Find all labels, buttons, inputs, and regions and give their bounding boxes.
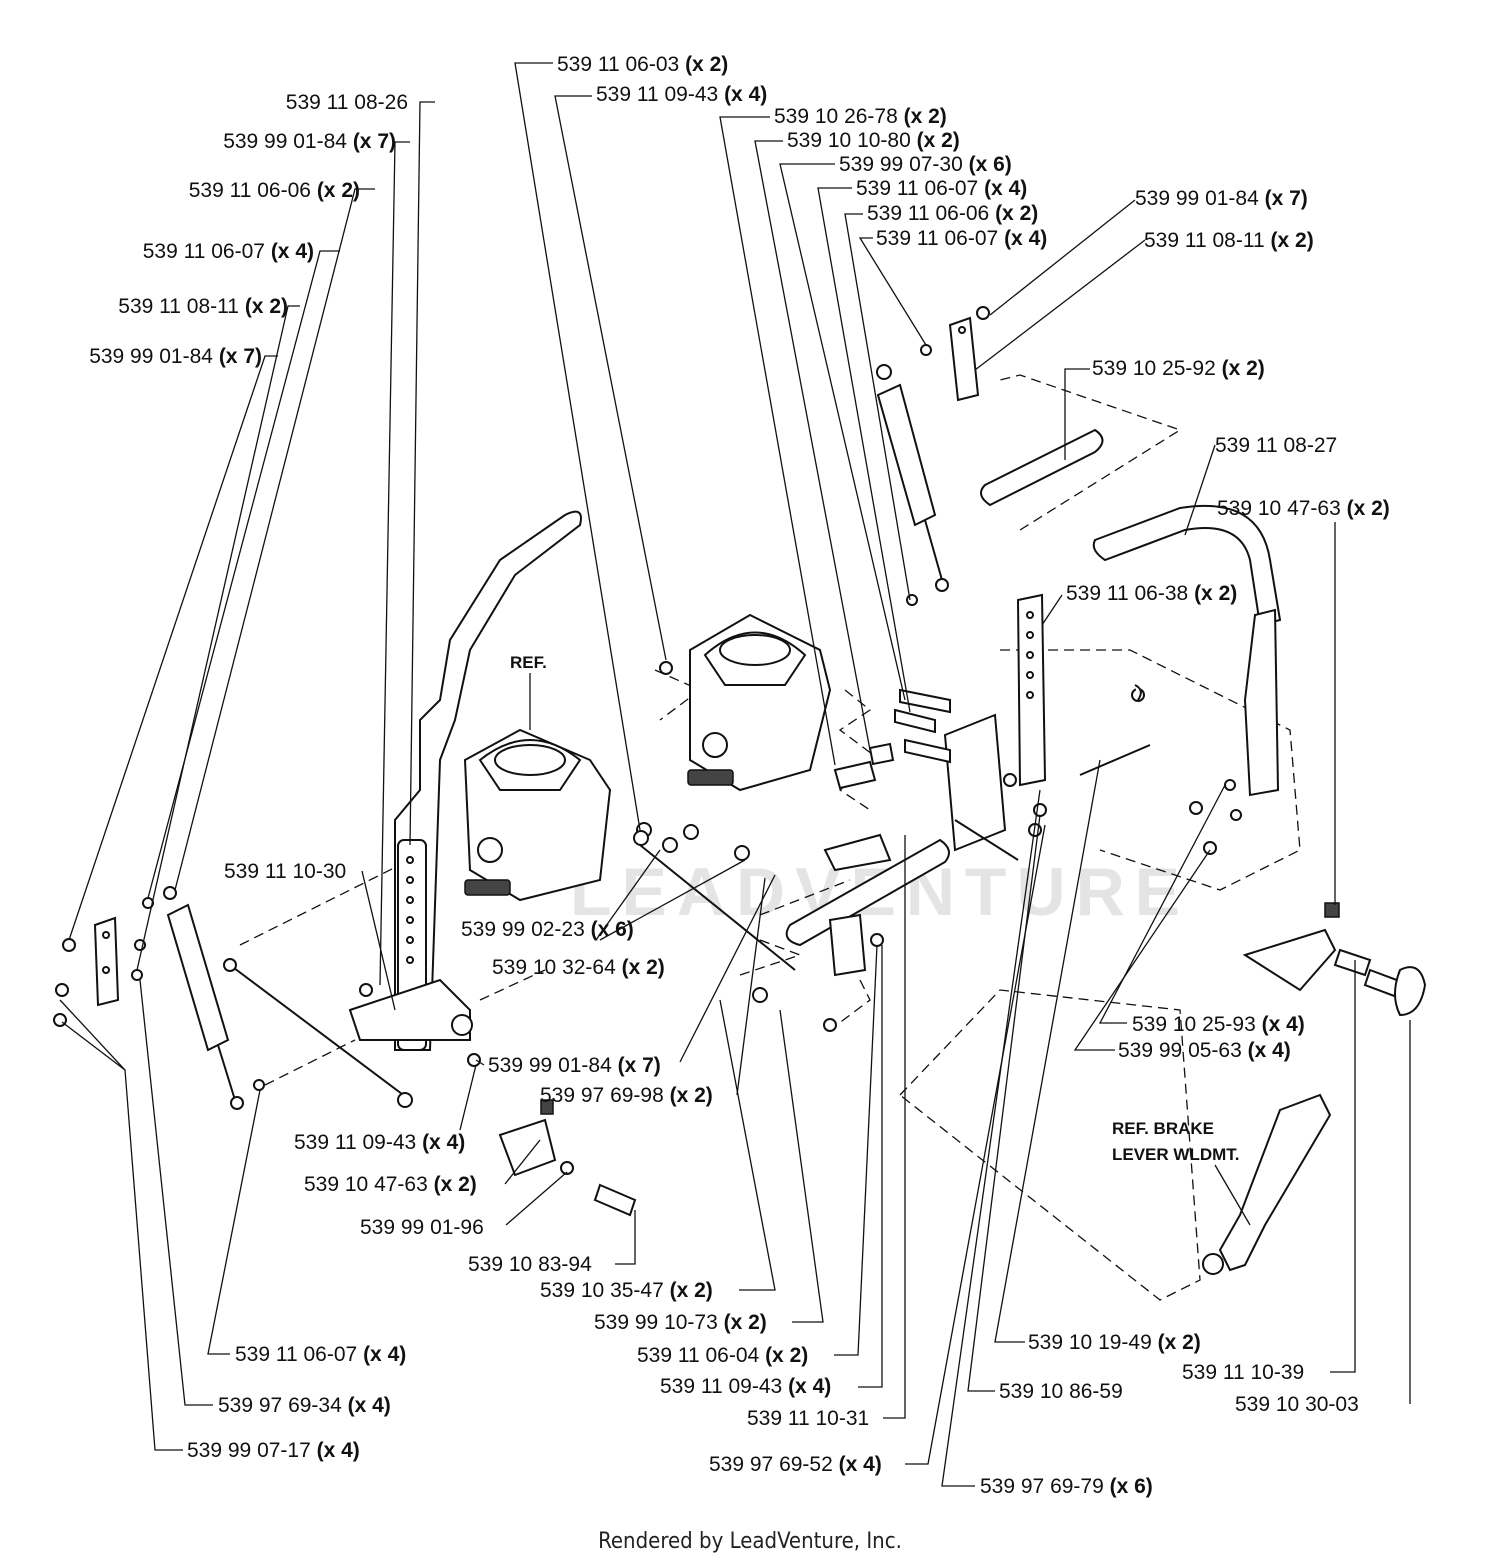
footer-credit: Rendered by LeadVenture, Inc. <box>598 1529 902 1554</box>
callout-label: 539 11 10-31 <box>747 1407 869 1430</box>
callout-label: 539 10 35-47 (x 2) <box>540 1279 713 1302</box>
callout-label: 539 10 30-03 <box>1235 1393 1359 1416</box>
perforated-upright <box>1016 593 1047 787</box>
callout-label: 539 10 47-63 (x 2) <box>1217 497 1390 520</box>
callout-label: 539 99 02-23 (x 6) <box>461 918 634 941</box>
callout-label: 539 99 01-96 <box>360 1216 484 1239</box>
callout-label: 539 99 07-17 (x 4) <box>187 1439 360 1462</box>
upper-bracket <box>948 316 980 402</box>
callout-label: 539 11 08-11 (x 2) <box>118 295 288 318</box>
callout-label: 539 11 06-07 (x 4) <box>856 177 1027 200</box>
clips <box>833 684 1142 790</box>
callout-label: 539 11 08-11 (x 2) <box>1144 229 1314 252</box>
callout-label: 539 11 06-06 (x 2) <box>867 202 1038 225</box>
left-control-handle <box>348 510 582 1051</box>
callout-label: 539 11 10-39 <box>1182 1361 1304 1384</box>
callout-label: 539 97 69-79 (x 6) <box>980 1475 1153 1498</box>
callout-label: 539 11 06-03 (x 2) <box>557 53 728 76</box>
handle-grip-tubes <box>980 428 1282 627</box>
callout-label: 539 11 08-26 <box>286 91 408 114</box>
callout-label: 539 99 10-73 (x 2) <box>594 1311 767 1334</box>
callout-label: 539 99 01-84 (x 7) <box>89 345 262 368</box>
callout-label: 539 11 06-06 (x 2) <box>189 179 360 202</box>
callout-label: 539 99 01-84 (x 7) <box>488 1054 661 1077</box>
callout-label: 539 11 06-04 (x 2) <box>637 1344 808 1367</box>
right-hydro-pump <box>687 613 832 792</box>
callout-label: 539 10 26-78 (x 2) <box>774 105 947 128</box>
callout-label: 539 11 08-27 <box>1215 434 1337 457</box>
right-gas-spring <box>876 364 949 592</box>
callout-label: 539 11 09-43 (x 4) <box>660 1375 831 1398</box>
mounting-plate <box>943 713 1007 852</box>
ref-brake-label-line2: LEVER WLDMT. <box>1112 1145 1240 1164</box>
callout-label: 539 10 32-64 (x 2) <box>492 956 665 979</box>
callout-label: 539 11 09-43 (x 4) <box>596 83 767 106</box>
callout-label: 539 11 06-38 (x 2) <box>1066 582 1237 605</box>
callout-label: 539 99 07-30 (x 6) <box>839 153 1012 176</box>
left-gas-spring <box>163 886 244 1110</box>
right-control-lever <box>1243 608 1280 797</box>
callout-label: 539 10 83-94 <box>468 1253 592 1276</box>
hardware-fasteners <box>53 306 1242 1217</box>
callout-label: 539 97 69-34 (x 4) <box>218 1394 391 1417</box>
callout-label: 539 10 10-80 (x 2) <box>787 129 960 152</box>
callout-label: 539 99 05-63 (x 4) <box>1118 1039 1291 1062</box>
callout-label: 539 11 06-07 (x 4) <box>876 227 1047 250</box>
callout-label: 539 11 06-07 (x 4) <box>143 240 314 263</box>
callout-label: 539 10 25-92 (x 2) <box>1092 357 1265 380</box>
ref-brake-label-line1: REF. BRAKE <box>1112 1119 1214 1138</box>
callout-label: 539 10 19-49 (x 2) <box>1028 1331 1201 1354</box>
left-hydro-pump <box>463 728 612 902</box>
callout-label: 539 10 25-93 (x 4) <box>1132 1013 1305 1036</box>
callout-label: 539 99 01-84 (x 7) <box>223 130 396 153</box>
linkage-rods <box>223 744 1151 1108</box>
ref-label: REF. <box>510 653 547 672</box>
callout-label: 539 99 01-84 (x 7) <box>1135 187 1308 210</box>
brake-bracket-right <box>1242 902 1427 1017</box>
callout-label: 539 97 69-98 (x 2) <box>540 1084 713 1107</box>
callout-label: 539 11 09-43 (x 4) <box>294 1131 465 1154</box>
callout-labels: 539 11 06-03 (x 2) 539 11 09-43 (x 4) 53… <box>89 53 1390 1498</box>
brake-bracket-left <box>498 1099 557 1177</box>
cross-shaft <box>785 833 950 977</box>
leader-lines <box>59 62 1411 1487</box>
callout-label: 539 10 86-59 <box>999 1380 1123 1403</box>
callout-label: 539 11 06-07 (x 4) <box>235 1343 406 1366</box>
callout-label: 539 10 47-63 (x 2) <box>304 1173 477 1196</box>
callout-label: 539 97 69-52 (x 4) <box>709 1453 882 1476</box>
brake-lever-weldment <box>1202 1093 1332 1275</box>
callout-label: 539 11 10-30 <box>224 860 346 883</box>
left-bracket <box>93 916 120 1007</box>
